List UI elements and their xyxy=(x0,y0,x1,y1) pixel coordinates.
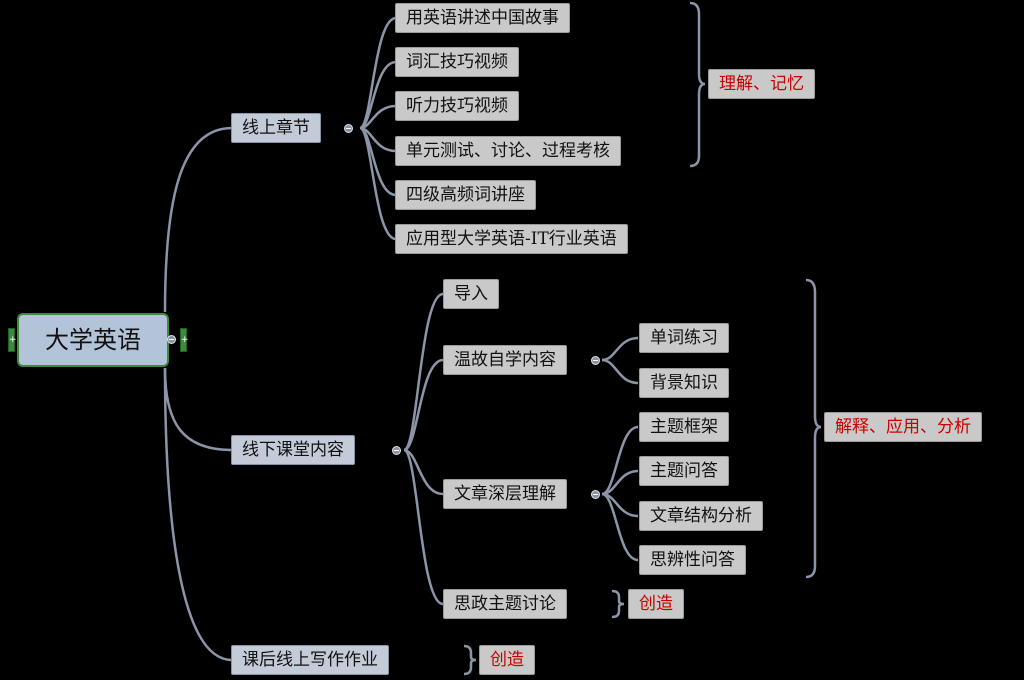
brace-homework xyxy=(463,644,477,676)
branch-online-chapters[interactable]: 线上章节 xyxy=(231,113,321,143)
online-tag[interactable]: 理解、记忆 xyxy=(708,69,815,99)
connector-online-6 xyxy=(359,126,397,241)
homework-tag[interactable]: 创造 xyxy=(479,645,535,675)
online-item-4[interactable]: 单元测试、讨论、过程考核 xyxy=(395,136,621,166)
branch-offline-class[interactable]: 线下课堂内容 xyxy=(231,435,355,465)
offline-collapse-icon[interactable] xyxy=(392,446,401,455)
deep-collapse-icon[interactable] xyxy=(591,490,600,499)
offline-tag[interactable]: 解释、应用、分析 xyxy=(824,412,982,442)
connector-review-1 xyxy=(601,336,639,362)
root-right-handle[interactable]: + xyxy=(180,328,189,352)
online-item-5[interactable]: 四级高频词讲座 xyxy=(395,180,536,210)
deep-child-1[interactable]: 主题框架 xyxy=(639,412,729,442)
offline-review[interactable]: 温故自学内容 xyxy=(443,345,567,375)
connector-deep-4 xyxy=(601,492,639,562)
connector-root-homework xyxy=(163,367,233,662)
deep-child-4[interactable]: 思辨性问答 xyxy=(639,545,746,575)
online-collapse-icon[interactable] xyxy=(344,124,353,133)
branch-homework[interactable]: 课后线上写作作业 xyxy=(231,645,389,675)
deep-child-3[interactable]: 文章结构分析 xyxy=(639,501,763,531)
connector-root-offline xyxy=(163,367,233,452)
connector-root-online xyxy=(163,126,233,313)
brace-online xyxy=(689,1,706,168)
online-item-1[interactable]: 用英语讲述中国故事 xyxy=(395,3,570,33)
online-item-3[interactable]: 听力技巧视频 xyxy=(395,91,519,121)
online-item-6[interactable]: 应用型大学英语-IT行业英语 xyxy=(395,224,628,254)
online-item-2[interactable]: 词汇技巧视频 xyxy=(395,47,519,77)
connector-deep-1 xyxy=(601,425,639,496)
connector-offline-intro xyxy=(402,292,444,452)
offline-ideology[interactable]: 思政主题讨论 xyxy=(443,589,567,619)
deep-child-2[interactable]: 主题问答 xyxy=(639,456,729,486)
connector-offline-review xyxy=(403,358,444,452)
root-left-handle[interactable]: + xyxy=(8,328,17,352)
connector-review-2 xyxy=(601,358,639,385)
connector-online-2 xyxy=(359,60,397,130)
root-node[interactable]: 大学英语 xyxy=(17,313,169,367)
offline-deep-understanding[interactable]: 文章深层理解 xyxy=(443,479,567,509)
review-child-2[interactable]: 背景知识 xyxy=(639,368,729,398)
connector-offline-deep xyxy=(403,448,444,496)
root-collapse-icon[interactable] xyxy=(167,335,176,344)
brace-offline xyxy=(805,278,822,579)
connector-offline-ideology xyxy=(402,448,444,606)
offline-intro[interactable]: 导入 xyxy=(443,279,499,309)
brace-ideology xyxy=(611,589,625,619)
ideology-tag[interactable]: 创造 xyxy=(628,589,684,619)
review-collapse-icon[interactable] xyxy=(591,356,600,365)
review-child-1[interactable]: 单词练习 xyxy=(639,323,729,353)
